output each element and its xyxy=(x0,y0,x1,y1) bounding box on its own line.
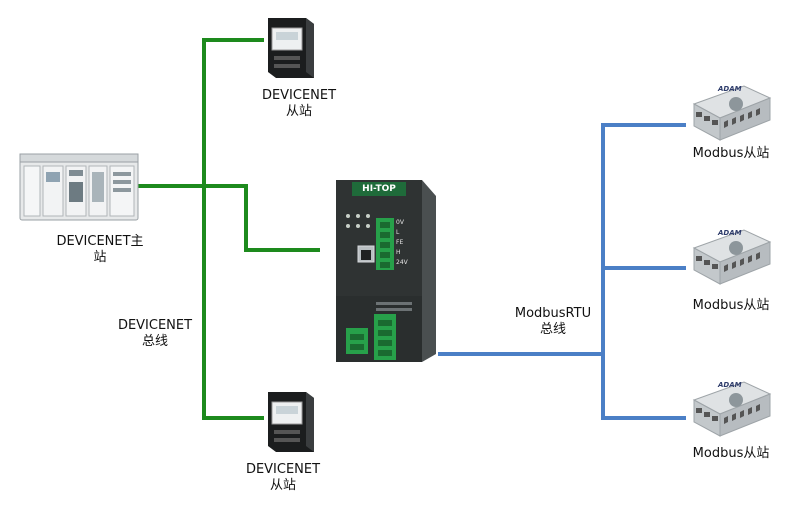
slave-bottom-label-line2: 从站 xyxy=(269,478,296,493)
modbus-slave-1-label: Modbus从站 xyxy=(692,146,770,161)
modbus-slave-2-label: Modbus从站 xyxy=(692,298,770,313)
protocol-gateway-icon: HI-TOP 0V L FE H 24V xyxy=(318,178,440,364)
gateway-badge: HI-TOP xyxy=(352,182,406,196)
terminal-label-0v: 0V xyxy=(396,219,404,226)
adam-io-module-icon: ADAM xyxy=(684,82,774,146)
module-logo: ADAM xyxy=(718,85,742,93)
master-label-line2: 站 xyxy=(93,250,107,265)
devicenet-bus-label-line2: 总线 xyxy=(141,334,168,349)
slave-bottom-label-line1: DEVICENET xyxy=(245,462,321,477)
plc-rack-icon xyxy=(19,153,139,221)
terminal-label-fe: FE xyxy=(396,239,404,246)
devicenet-bus-label: DEVICENET 总线 xyxy=(100,318,210,350)
slave-top-label-line1: DEVICENET xyxy=(261,88,337,103)
slave-top-label: DEVICENET 从站 xyxy=(244,88,354,120)
terminal-label-l: L xyxy=(396,229,400,236)
modbus-slave-3-label: Modbus从站 xyxy=(692,446,770,461)
terminal-label-h: H xyxy=(396,249,401,256)
devicenet-bus-label-line1: DEVICENET xyxy=(117,318,193,333)
adam-io-module-icon: ADAM xyxy=(684,226,774,290)
servo-drive-icon xyxy=(268,392,314,452)
gateway-terminal-labels: 0V L FE H 24V xyxy=(396,218,416,268)
slave-bottom-label: DEVICENET 从站 xyxy=(228,462,338,494)
modbus-bus-label: ModbusRTU 总线 xyxy=(498,306,608,338)
modbus-bus-label-line1: ModbusRTU xyxy=(514,306,592,321)
master-label-line1: DEVICENET主 xyxy=(56,234,144,249)
module-logo: ADAM xyxy=(718,381,742,389)
module-body xyxy=(692,85,772,141)
module-body xyxy=(692,229,772,285)
module-logo: ADAM xyxy=(718,229,742,237)
adam-io-module-icon: ADAM xyxy=(684,378,774,442)
terminal-label-24v: 24V xyxy=(396,259,408,266)
servo-drive-icon xyxy=(268,18,314,78)
devicenet-master-link xyxy=(138,184,320,252)
master-label: DEVICENET主 站 xyxy=(40,234,160,266)
gateway-body xyxy=(336,180,436,362)
module-body xyxy=(692,381,772,437)
modbus-bus-label-line2: 总线 xyxy=(539,322,566,337)
slave-top-label-line2: 从站 xyxy=(285,104,312,119)
